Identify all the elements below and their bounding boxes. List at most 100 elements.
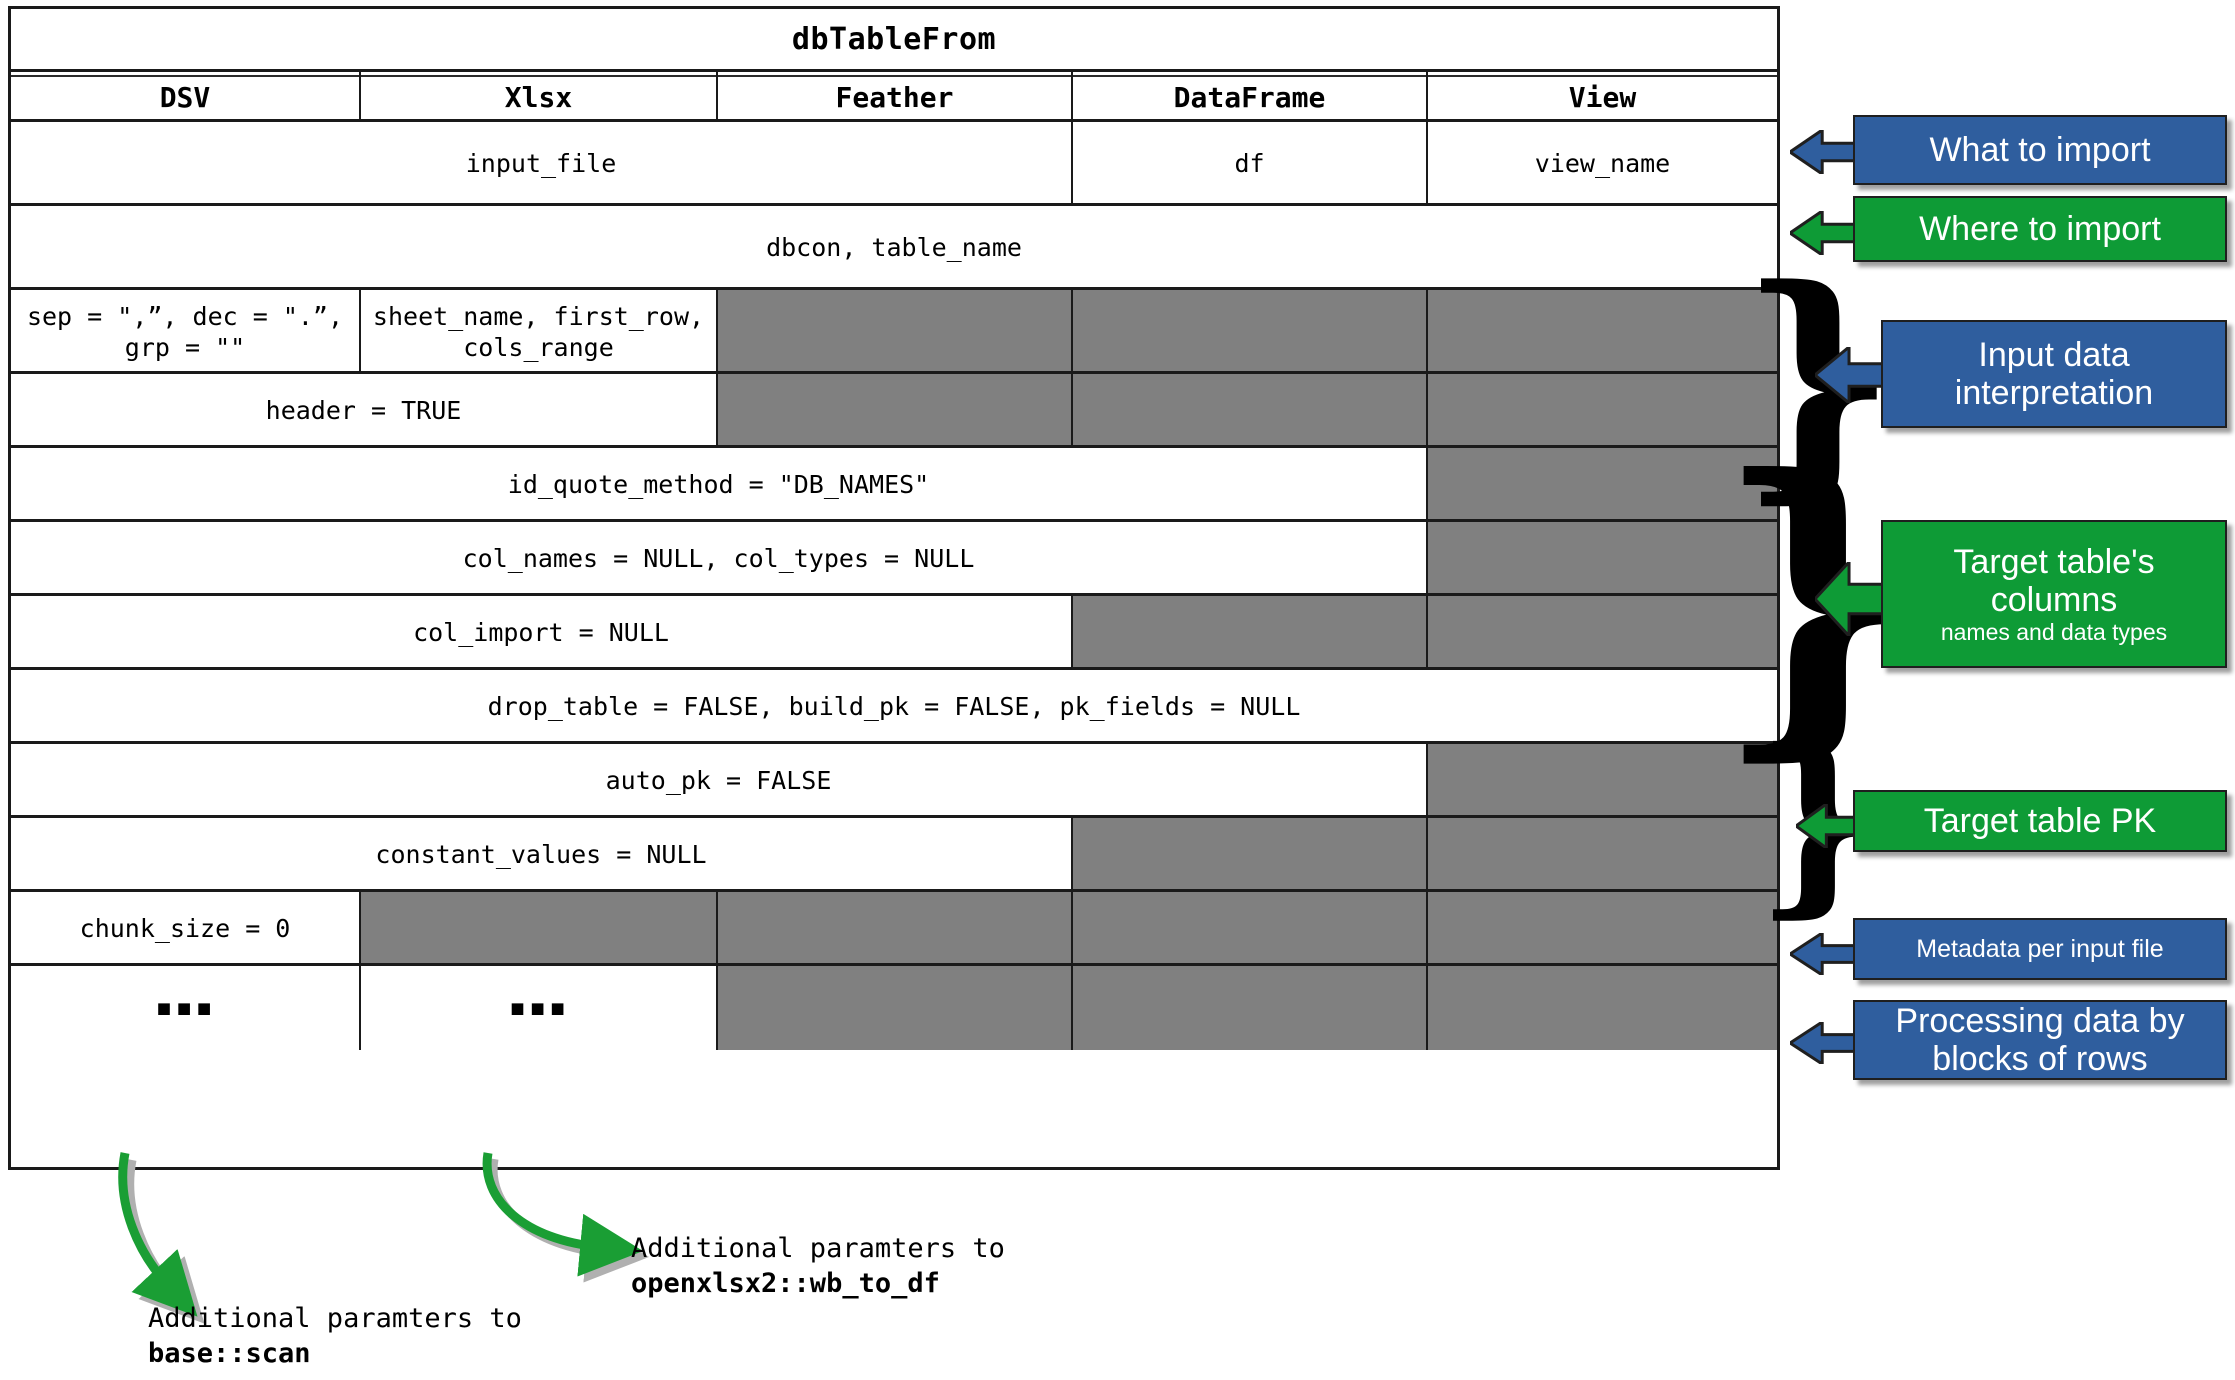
callout-subtitle: names and data types: [1940, 618, 2168, 645]
cell-input-file-0: input_file: [11, 122, 1073, 206]
cell-constant-values-0: constant_values = NULL: [11, 818, 1073, 892]
cell-dbcon-table-name: dbcon, table_name: [11, 206, 1777, 290]
table-row: header = TRUE: [11, 374, 1777, 448]
cell-chunk-size-2: [718, 892, 1073, 966]
arrow-left-icon: [1815, 562, 1889, 636]
cell-text: header = TRUE: [265, 396, 462, 426]
callout-where-to-import[interactable]: Where to import: [1853, 196, 2227, 262]
callout-input-interpretation[interactable]: Input data interpretation: [1881, 320, 2227, 428]
footnote-dsv-line1: Additional paramters to: [148, 1303, 522, 1334]
arrow-left-icon: [1790, 211, 1860, 255]
cell-ellipsis-0: ▪▪▪: [11, 966, 361, 1050]
table-row: id_quote_method = "DB_NAMES": [11, 448, 1777, 522]
callout-what-to-import[interactable]: What to import: [1853, 115, 2227, 185]
divider: [11, 741, 1777, 744]
cell-chunk-size-3: [1073, 892, 1428, 966]
cell-header-2: [1073, 374, 1428, 448]
cell-text: view_name: [1534, 149, 1671, 179]
divider: [11, 287, 1777, 290]
divider: [11, 371, 1777, 374]
cell-text: chunk_size = 0: [79, 914, 291, 944]
cell-text: constant_values = NULL: [375, 840, 707, 870]
divider: [11, 445, 1777, 448]
divider: [11, 963, 1777, 966]
cell-ellipsis-1: ▪▪▪: [361, 966, 718, 1050]
cell-constant-values-1: [1073, 818, 1428, 892]
column-header-view: View: [1568, 80, 1637, 114]
callout-processing-blocks[interactable]: Processing data by blocks of rows: [1853, 1000, 2227, 1080]
column-header-dsv: DSV: [11, 72, 361, 122]
callout-title: What to import: [1929, 130, 2151, 169]
divider: [11, 815, 1777, 818]
callout-title: Processing data by blocks of rows: [1895, 1001, 2185, 1078]
footnote-dsv-extra: Additional paramters to base::scan: [148, 1302, 522, 1371]
cell-text: dbcon, table_name: [766, 233, 1022, 263]
arrow-left-icon: [1790, 130, 1860, 174]
cell-chunk-size-0: chunk_size = 0: [11, 892, 361, 966]
cell-input-file-2: view_name: [1428, 122, 1777, 206]
xlsx-extra-arrow: [482, 1152, 650, 1283]
cell-ellipsis-4: [1428, 966, 1777, 1050]
footnote-xlsx-extra: Additional paramters to openxlsx2::wb_to…: [631, 1232, 1005, 1301]
cell-text: ▪▪▪: [508, 990, 569, 1025]
cell-chunk-size-4: [1428, 892, 1777, 966]
cell-sep-dec-grp-3: [1073, 290, 1428, 374]
footnote-xlsx-line2: openxlsx2::wb_to_df: [631, 1267, 940, 1299]
cell-col-import-1: [1073, 596, 1428, 670]
divider: [11, 69, 1777, 72]
callout-title: Target table PK: [1923, 801, 2157, 840]
footnote-dsv-line2: base::scan: [148, 1337, 311, 1369]
cell-id-quote-method-1: [1428, 448, 1777, 522]
divider: [11, 203, 1777, 206]
callout-title: Metadata per input file: [1916, 935, 2164, 963]
table-row: auto_pk = FALSE: [11, 744, 1777, 818]
divider: [11, 119, 1777, 122]
callout-title: Target table's columns: [1953, 542, 2155, 619]
cell-text: id_quote_method = "DB_NAMES": [507, 470, 930, 500]
table-row: constant_values = NULL: [11, 818, 1777, 892]
divider: [11, 519, 1777, 522]
cell-sep-dec-grp-0: sep = ",”, dec = ".”, grp = "": [11, 290, 361, 374]
column-header-xlsx: Xlsx: [361, 72, 718, 122]
cell-header-0: header = TRUE: [11, 374, 718, 448]
table-row: col_names = NULL, col_types = NULL: [11, 522, 1777, 596]
arrow-left-icon: [1796, 804, 1862, 848]
callout-metadata-per-file[interactable]: Metadata per input file: [1853, 918, 2227, 980]
cell-sep-dec-grp-1: sheet_name, first_row, cols_range: [361, 290, 718, 374]
callout-title: Input data interpretation: [1954, 335, 2154, 412]
cell-col-names-types-1: [1428, 522, 1777, 596]
cell-header-1: [718, 374, 1073, 448]
cell-constant-values-2: [1428, 818, 1777, 892]
callout-target-pk[interactable]: Target table PK: [1853, 790, 2227, 852]
cell-ellipsis-2: [718, 966, 1073, 1050]
arrow-left-icon: [1815, 347, 1889, 403]
divider: [11, 889, 1777, 892]
cell-drop-table-build-pk: drop_table = FALSE, build_pk = FALSE, pk…: [11, 670, 1777, 744]
cell-text: df: [1234, 149, 1265, 179]
table-row: input_file df view_name: [11, 122, 1777, 206]
arrow-left-icon: [1790, 1022, 1860, 1064]
column-header-feather: Feather: [718, 72, 1073, 122]
table-row: chunk_size = 0: [11, 892, 1777, 966]
footnote-xlsx-line1: Additional paramters to: [631, 1233, 1005, 1264]
cell-text: auto_pk = FALSE: [605, 766, 832, 796]
cell-input-file-1: df: [1073, 122, 1428, 206]
cell-text: ▪▪▪: [154, 990, 216, 1025]
cell-text: drop_table = FALSE, build_pk = FALSE, pk…: [487, 692, 1301, 722]
table-row: dbcon, table_name: [11, 206, 1777, 290]
cell-sep-dec-grp-4: [1428, 290, 1777, 374]
cell-auto-pk-0: auto_pk = FALSE: [11, 744, 1428, 818]
cell-col-names-types-0: col_names = NULL, col_types = NULL: [11, 522, 1428, 596]
cell-col-import-0: col_import = NULL: [11, 596, 1073, 670]
table-title: dbTableFrom: [791, 21, 997, 57]
callout-title: Where to import: [1919, 209, 2161, 248]
cell-sep-dec-grp-2: [718, 290, 1073, 374]
table-row: ▪▪▪ ▪▪▪: [11, 966, 1777, 1050]
cell-header-3: [1428, 374, 1777, 448]
cell-text: sheet_name, first_row, cols_range: [372, 301, 705, 362]
cell-text: input_file: [465, 149, 617, 179]
dsv-extra-arrow: [118, 1152, 205, 1324]
